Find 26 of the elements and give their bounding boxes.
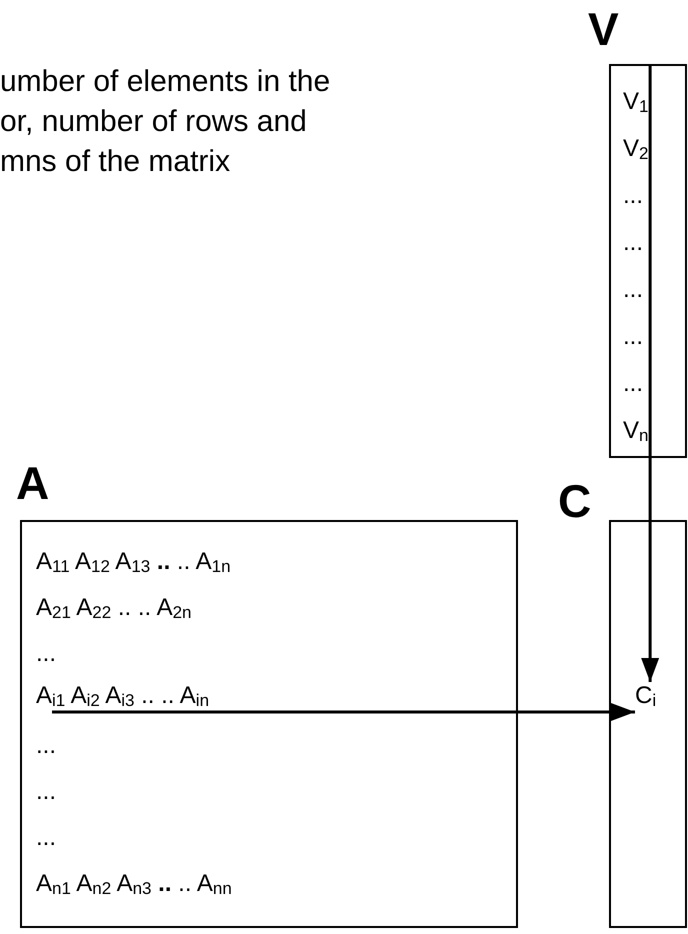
note-text: umber of elements in the or, number of rows and mns of the matrix: [0, 64, 332, 180]
matrix-row: A$_{21}$ A$_{22}$ .. .. A$_{2n}$: [36, 594, 192, 622]
arrow: [641, 64, 660, 682]
matrix-row: A$_{11}$ A$_{12}$ A$_{13}$ .. .. A$_{1n}$: [36, 548, 231, 576]
matrix-row: A$_{n1}$ A$_{n2}$ A$_{n3}$ .. .. A$_{nn}$: [36, 870, 232, 898]
vector-entry: V$_{2}$: [623, 135, 648, 163]
matrix-label: A: [16, 460, 50, 506]
vector-entry: ...: [623, 323, 644, 351]
vector-entry: ...: [623, 182, 644, 210]
matrix-row: ...: [36, 824, 56, 852]
vector-entry: C$_{i}$: [635, 682, 656, 714]
vector-entry: ...: [623, 276, 644, 304]
vector-box: [609, 520, 687, 928]
matrix-row: A$_{i1}$ A$_{i2}$ A$_{i3}$ .. .. A$_{in}$: [36, 682, 210, 714]
vector-entry: ...: [623, 370, 644, 398]
matrix-box: [20, 520, 518, 928]
vector-box: [609, 64, 687, 458]
vector-entry: ...: [623, 229, 644, 257]
matrix-row: ...: [36, 640, 56, 668]
vector-label: V: [588, 6, 619, 52]
matrix-row: ...: [36, 732, 56, 760]
vector-label: C: [558, 478, 592, 524]
vector-entry: V$_{1}$: [623, 88, 648, 116]
vector-entry: V$_{n}$: [623, 417, 648, 445]
matrix-row: ...: [36, 778, 56, 806]
arrow: [52, 703, 635, 721]
